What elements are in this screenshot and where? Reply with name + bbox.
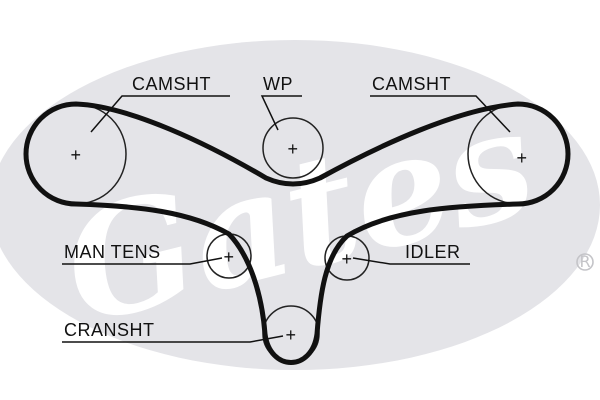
idler-leader [352,257,470,265]
registered-mark-circle [576,253,594,271]
crankshaft-leader [62,335,284,343]
camshaft-left-label: CAMSHT [132,74,211,94]
water-pump-label: WP [263,74,293,94]
pulley-center-markers: + + + + + + [70,139,527,345]
camshaft-right-leader [370,95,511,133]
water-pump-pulley [262,117,324,179]
camshaft-left-center-marker: + [70,145,81,165]
water-pump-center-marker: + [287,139,298,159]
idler-center-marker: + [341,249,352,269]
manual-tensioner-leader [62,257,223,265]
timing-belt [23,101,571,365]
component-labels: CAMSHT WP CAMSHT MAN TENS IDLER CRANSHT [64,74,461,340]
crankshaft-center-marker: + [285,325,296,345]
idler-label: IDLER [405,242,461,262]
leader-lines [62,95,511,343]
crankshaft-label: CRANSHT [64,320,155,340]
registered-mark-letter: R [579,252,590,271]
camshaft-left-leader [90,95,230,133]
water-pump-leader [260,95,302,131]
camshaft-right-label: CAMSHT [372,74,451,94]
manual-tensioner-label: MAN TENS [64,242,161,262]
manual-tensioner-center-marker: + [223,247,234,267]
camshaft-right-center-marker: + [516,148,527,168]
